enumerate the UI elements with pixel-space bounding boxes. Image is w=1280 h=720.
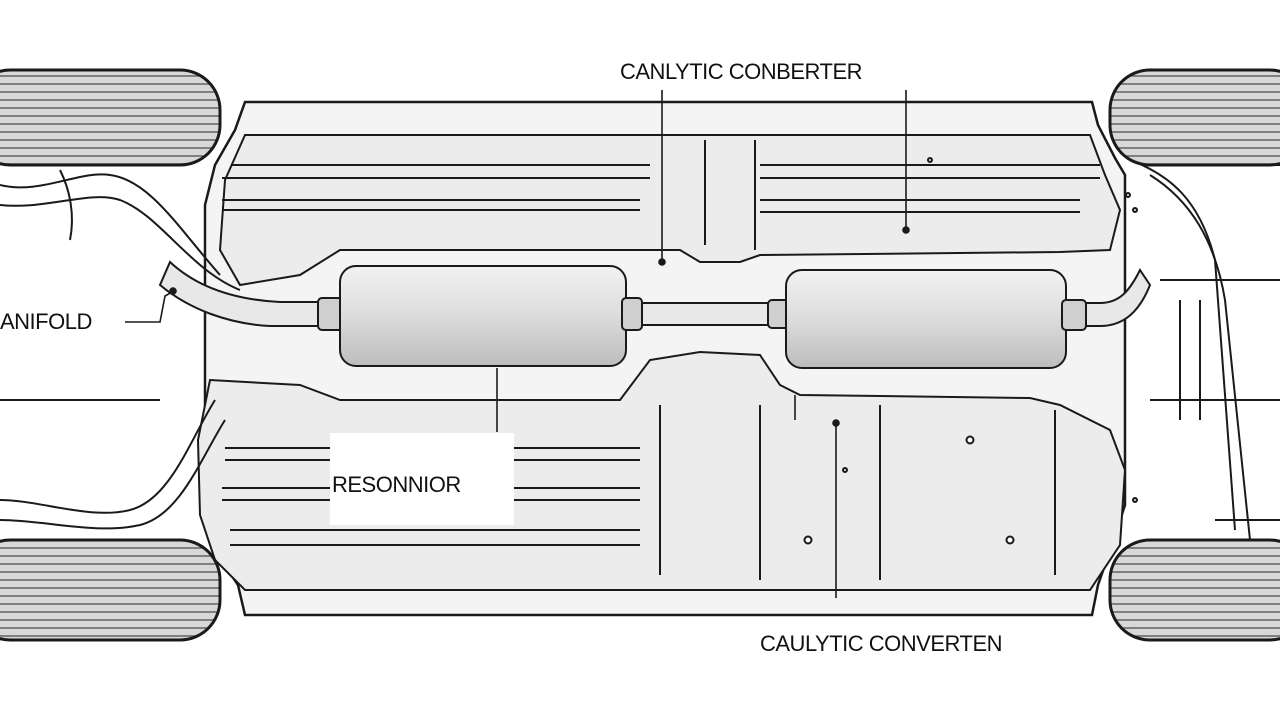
tire-front-right: [1108, 68, 1280, 167]
resonator-label: RESONNIOR: [332, 472, 461, 497]
manifold-label: ANIFOLD: [0, 309, 92, 334]
catalytic-converter-label-bottom: CAULYTIC CONVERTEN: [760, 631, 1003, 656]
tire-rear-right: [1108, 538, 1280, 642]
leader-line-left: [125, 291, 173, 323]
left-chassis-arms: [0, 169, 241, 530]
tire-front-left: [0, 68, 222, 167]
right-chassis-arms: [1129, 159, 1280, 541]
resonator-label-box: [330, 433, 514, 525]
tire-rear-left: [0, 538, 222, 642]
upper-floor-panel: [218, 134, 1138, 287]
catalytic-converter-label-top: CANLYTIC CONBERTER: [620, 59, 863, 84]
resonator-muffler: [317, 265, 643, 367]
leader-lines: [125, 90, 910, 598]
catalytic-converter-muffler: [767, 269, 1087, 369]
